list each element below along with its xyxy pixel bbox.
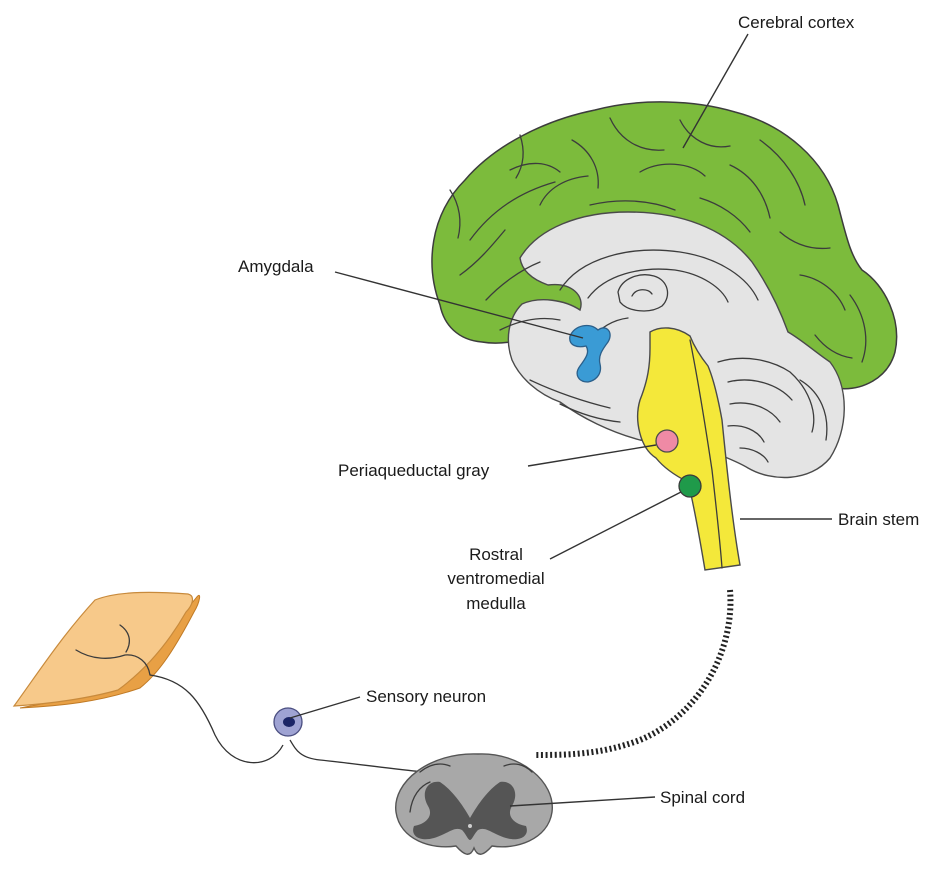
descending-pathway-dotted xyxy=(535,590,730,755)
label-brain-stem: Brain stem xyxy=(838,510,919,529)
label-sensory-neuron: Sensory neuron xyxy=(366,687,486,706)
periaqueductal-gray-leader xyxy=(528,445,656,466)
label-rvm-line3: medulla xyxy=(466,594,526,613)
label-periaqueductal-gray: Periaqueductal gray xyxy=(338,461,490,480)
sensory-neuron-body xyxy=(274,708,302,736)
label-rvm-line1: Rostral xyxy=(469,545,523,564)
label-spinal-cord: Spinal cord xyxy=(660,788,745,807)
spinal-cord xyxy=(396,754,553,854)
label-rvm-line2: ventromedial xyxy=(447,569,544,588)
peripheral-nerve-fiber xyxy=(150,675,283,763)
skin-patch xyxy=(14,592,200,708)
label-cerebral-cortex: Cerebral cortex xyxy=(738,13,855,32)
sensory-neuron-leader xyxy=(290,697,360,718)
rvm-marker xyxy=(679,475,701,497)
periaqueductal-gray-marker xyxy=(656,430,678,452)
rvm-leader xyxy=(550,492,681,559)
label-amygdala: Amygdala xyxy=(238,257,314,276)
